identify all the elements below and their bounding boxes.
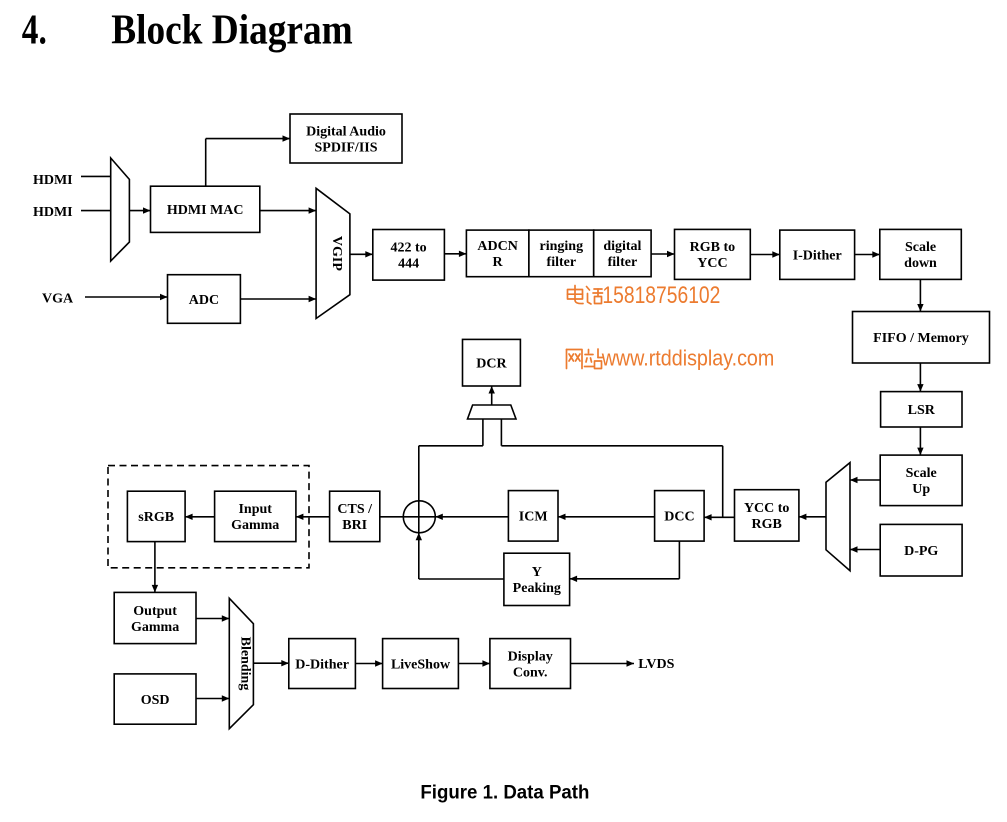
svg-text:ICM: ICM — [519, 510, 548, 525]
svg-text:15818756102: 15818756102 — [602, 282, 720, 309]
svg-text:Scale: Scale — [905, 240, 936, 255]
svg-text:Figure 1. Data Path: Figure 1. Data Path — [420, 783, 589, 804]
svg-text:VGIP: VGIP — [329, 236, 344, 271]
svg-text:ringing: ringing — [540, 239, 584, 254]
svg-text:RGB: RGB — [752, 517, 782, 532]
svg-text:D-PG: D-PG — [904, 544, 938, 559]
svg-text:SPDIF/IIS: SPDIF/IIS — [314, 140, 377, 155]
svg-text:Output: Output — [133, 604, 177, 619]
svg-text:ADC: ADC — [189, 293, 219, 308]
svg-text:DCR: DCR — [476, 357, 507, 372]
svg-text:HDMI: HDMI — [33, 173, 73, 188]
svg-text:Blending: Blending — [237, 637, 252, 691]
svg-text:HDMI: HDMI — [33, 205, 73, 220]
svg-text:444: 444 — [398, 257, 419, 272]
svg-text:HDMI MAC: HDMI MAC — [167, 203, 244, 218]
svg-text:Up: Up — [912, 482, 930, 497]
svg-text:Input: Input — [238, 502, 272, 517]
svg-text:4.: 4. — [22, 8, 47, 54]
svg-text:Display: Display — [508, 649, 553, 664]
svg-text:www.rtddisplay.com: www.rtddisplay.com — [601, 346, 774, 371]
svg-text:Digital Audio: Digital Audio — [306, 124, 386, 139]
svg-text:CTS /: CTS / — [337, 502, 373, 517]
svg-text:Gamma: Gamma — [131, 620, 179, 635]
svg-text:LSR: LSR — [908, 403, 936, 418]
svg-text:Block Diagram: Block Diagram — [111, 8, 353, 54]
svg-text:Conv.: Conv. — [513, 665, 548, 680]
svg-text:YCC to: YCC to — [744, 501, 790, 516]
svg-text:LiveShow: LiveShow — [391, 657, 451, 672]
svg-text:VGA: VGA — [42, 291, 74, 306]
svg-text:YCC: YCC — [697, 256, 727, 271]
svg-text:down: down — [904, 256, 937, 271]
svg-text:Peaking: Peaking — [513, 581, 561, 596]
svg-text:DCC: DCC — [664, 510, 694, 525]
svg-text:Scale: Scale — [906, 466, 937, 481]
svg-text:FIFO / Memory: FIFO / Memory — [873, 331, 969, 346]
svg-text:Gamma: Gamma — [231, 518, 279, 533]
svg-text:I-Dither: I-Dither — [793, 249, 842, 264]
svg-text:OSD: OSD — [141, 693, 170, 708]
svg-text:filter: filter — [608, 255, 638, 270]
svg-text:digital: digital — [603, 239, 641, 254]
svg-text:BRI: BRI — [342, 518, 367, 533]
svg-text:sRGB: sRGB — [138, 510, 174, 525]
svg-text:Y: Y — [532, 565, 542, 580]
svg-text:422 to: 422 to — [391, 241, 427, 256]
svg-text:LVDS: LVDS — [638, 657, 674, 672]
svg-text:ADCN: ADCN — [477, 239, 517, 254]
svg-text:R: R — [493, 255, 504, 270]
svg-text:filter: filter — [547, 255, 577, 270]
svg-text:RGB to: RGB to — [690, 240, 736, 255]
svg-text:D-Dither: D-Dither — [295, 657, 349, 672]
